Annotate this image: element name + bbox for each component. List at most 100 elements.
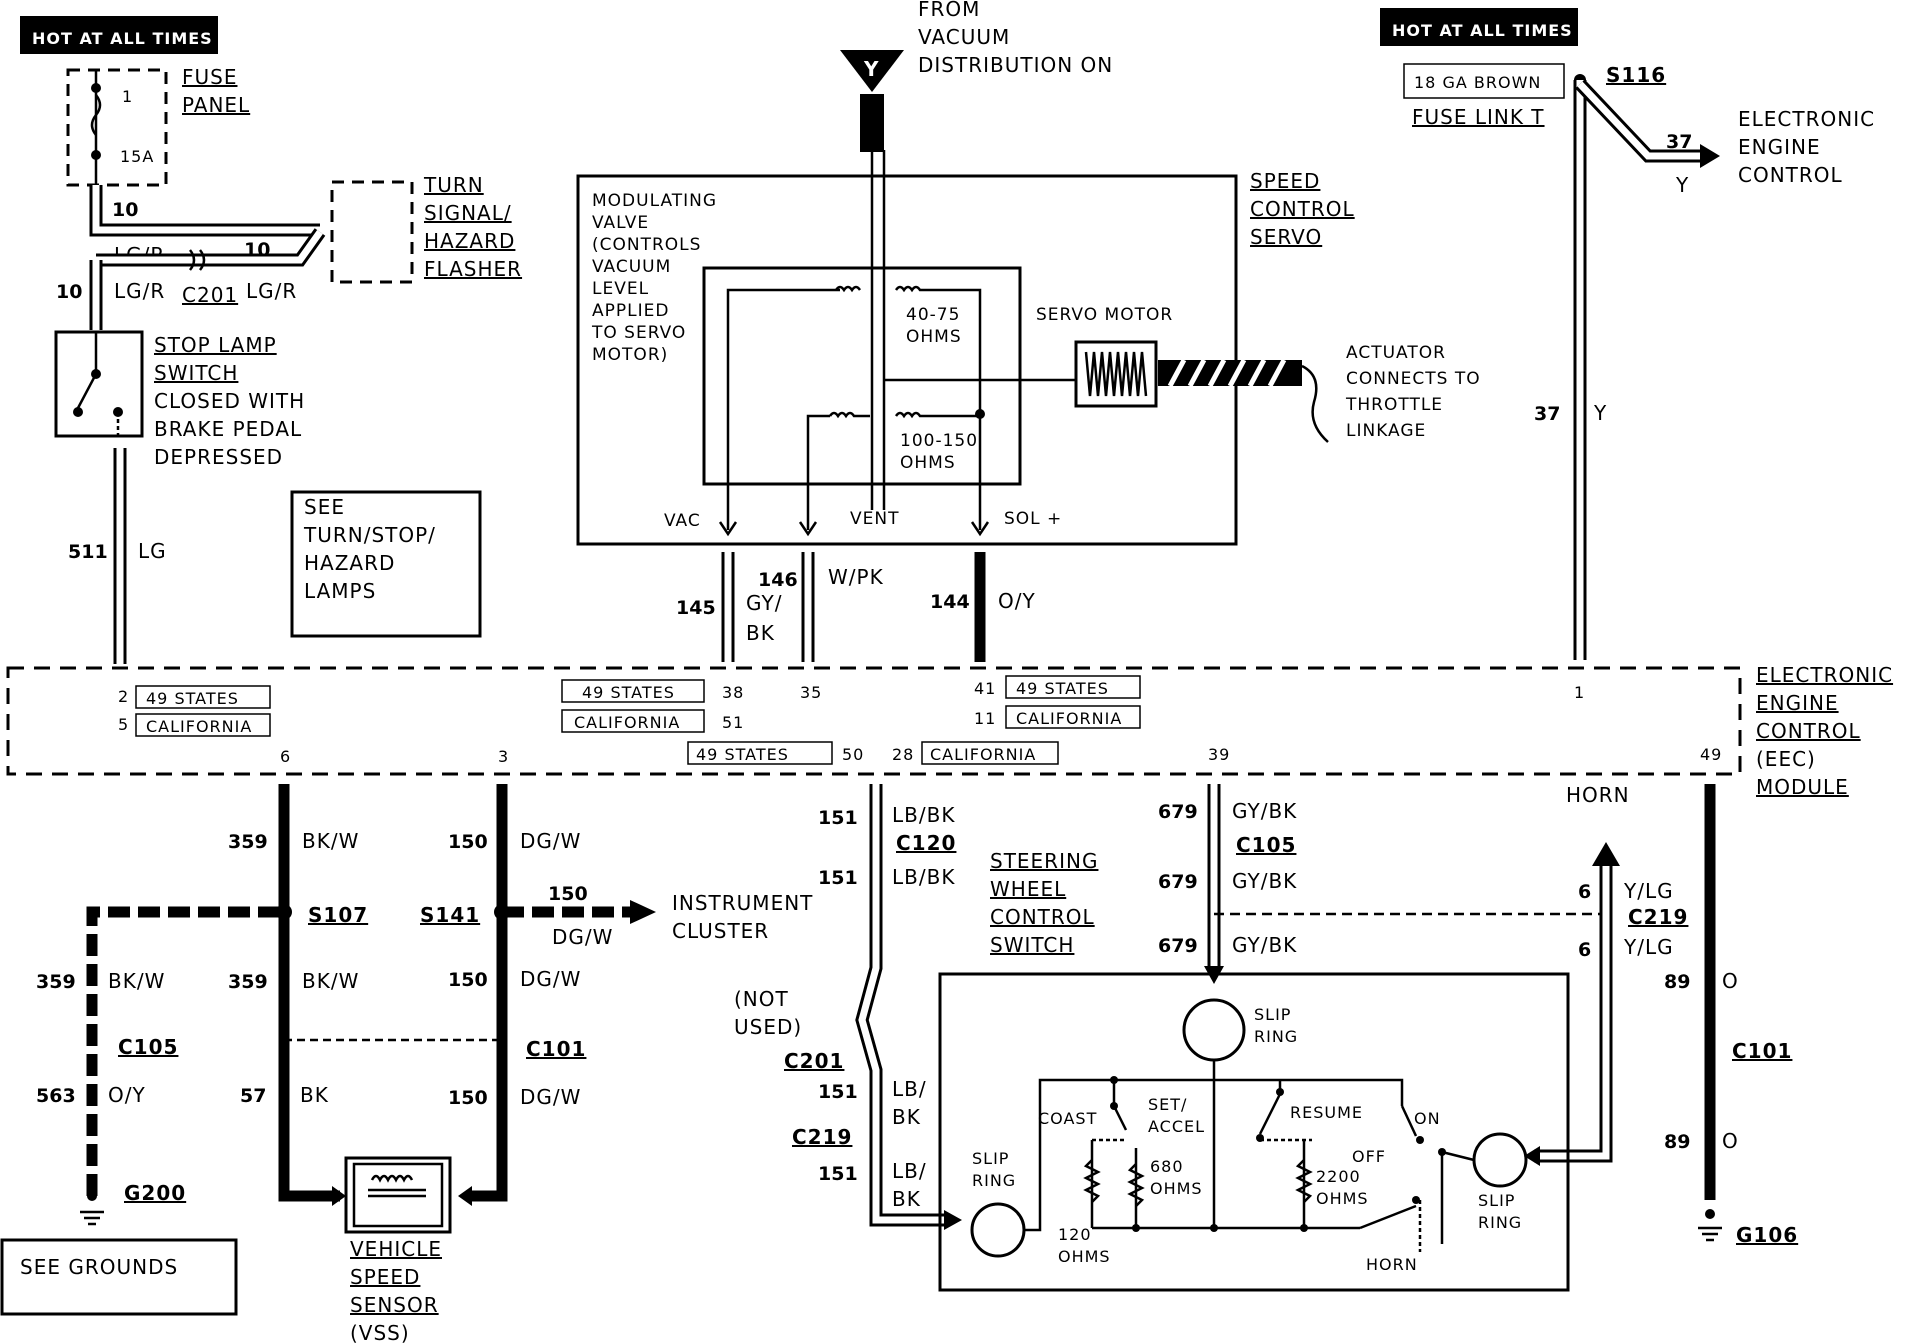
hot-at-all-times-left: HOT AT ALL TIMES — [20, 16, 218, 54]
svg-text:VACUUM: VACUUM — [918, 25, 1010, 49]
svg-text:DEPRESSED: DEPRESSED — [154, 445, 283, 469]
svg-text:6: 6 — [1578, 881, 1591, 903]
svg-text:VENT: VENT — [850, 509, 899, 529]
svg-text:BK: BK — [746, 621, 775, 645]
svg-text:G106: G106 — [1736, 1223, 1798, 1247]
svg-text:Y/LG: Y/LG — [1623, 935, 1674, 959]
svg-text:Y/LG: Y/LG — [1623, 879, 1674, 903]
svg-text:41: 41 — [974, 679, 996, 698]
svg-text:BRAKE PEDAL: BRAKE PEDAL — [154, 417, 302, 441]
svg-text:39: 39 — [1208, 745, 1230, 764]
svg-text:511: 511 — [68, 541, 108, 563]
svg-text:HOT AT ALL TIMES: HOT AT ALL TIMES — [32, 29, 213, 48]
svg-text:150: 150 — [548, 883, 588, 905]
svg-text:SWITCH: SWITCH — [154, 361, 238, 385]
svg-text:1: 1 — [1574, 683, 1585, 702]
svg-text:O/Y: O/Y — [108, 1083, 146, 1107]
svg-text:ELECTRONIC: ELECTRONIC — [1756, 663, 1893, 687]
svg-text:LB/: LB/ — [892, 1077, 927, 1101]
svg-text:SIGNAL/: SIGNAL/ — [424, 201, 512, 225]
svg-text:OHMS: OHMS — [1316, 1189, 1369, 1208]
svg-text:VEHICLE: VEHICLE — [350, 1237, 442, 1261]
svg-text:RING: RING — [972, 1171, 1016, 1190]
svg-text:STEERING: STEERING — [990, 849, 1098, 873]
vss-circuit: 359 BK/W 150 DG/W S107 S141 150 DG/W INS… — [36, 784, 813, 1344]
svg-text:150: 150 — [448, 969, 488, 991]
svg-text:LB/BK: LB/BK — [892, 803, 955, 827]
svg-text:FROM: FROM — [918, 0, 980, 21]
svg-text:STOP LAMP: STOP LAMP — [154, 333, 277, 357]
svg-text:CLUSTER: CLUSTER — [672, 919, 769, 943]
svg-text:37: 37 — [1534, 403, 1560, 425]
see-grounds: SEE GROUNDS — [0, 1238, 238, 1316]
svg-text:O/Y: O/Y — [998, 589, 1036, 613]
svg-text:C101: C101 — [526, 1037, 586, 1061]
svg-text:35: 35 — [800, 683, 822, 702]
svg-text:CONNECTS TO: CONNECTS TO — [1346, 369, 1481, 389]
svg-text:USED): USED) — [734, 1015, 802, 1039]
svg-text:89: 89 — [1664, 1131, 1690, 1153]
svg-text:89: 89 — [1664, 971, 1690, 993]
svg-text:DG/W: DG/W — [520, 1085, 581, 1109]
svg-text:HAZARD: HAZARD — [424, 229, 515, 253]
svg-text:151: 151 — [818, 807, 858, 829]
svg-text:146: 146 — [758, 569, 798, 591]
svg-text:679: 679 — [1158, 801, 1198, 823]
fuse-panel: 1 15A FUSE PANEL — [66, 65, 249, 187]
svg-text:MODULATING: MODULATING — [592, 191, 717, 211]
vacuum-source: Y FROM VACUUM DISTRIBUTION ON — [840, 0, 1113, 510]
svg-text:BK: BK — [892, 1105, 921, 1129]
svg-text:INSTRUMENT: INSTRUMENT — [672, 891, 813, 915]
svg-text:CONTROL: CONTROL — [990, 905, 1095, 929]
svg-text:LG: LG — [138, 539, 167, 563]
svg-text:6: 6 — [280, 747, 291, 766]
svg-text:144: 144 — [930, 591, 970, 613]
wire-511-lg: 511 LG — [68, 448, 167, 664]
svg-text:HOT AT ALL TIMES: HOT AT ALL TIMES — [1392, 21, 1573, 40]
svg-text:10: 10 — [56, 281, 82, 303]
steering-wheel-control-switch: SLIP RING SLIP RING SLIP RING — [938, 972, 1570, 1292]
svg-text:50: 50 — [842, 745, 864, 764]
svg-text:5: 5 — [118, 715, 129, 734]
svg-text:G200: G200 — [124, 1181, 186, 1205]
svg-text:RING: RING — [1478, 1213, 1522, 1232]
svg-text:C120: C120 — [896, 831, 956, 855]
svg-text:150: 150 — [448, 1087, 488, 1109]
svg-text:2: 2 — [118, 687, 129, 706]
hot-at-all-times-right: HOT AT ALL TIMES — [1380, 8, 1578, 46]
svg-text:680: 680 — [1150, 1157, 1184, 1176]
svg-text:SERVO MOTOR: SERVO MOTOR — [1036, 305, 1173, 325]
svg-text:TO SERVO: TO SERVO — [591, 323, 686, 343]
servo-wires: 145 GY/ BK 146 W/PK 144 O/Y — [676, 552, 1036, 662]
svg-text:15A: 15A — [120, 147, 154, 166]
svg-text:LB/: LB/ — [892, 1159, 927, 1183]
svg-text:COAST: COAST — [1038, 1109, 1097, 1128]
svg-text:GY/: GY/ — [746, 591, 782, 615]
svg-text:Y: Y — [1675, 173, 1689, 197]
svg-text:BK: BK — [300, 1083, 329, 1107]
svg-text:ACTUATOR: ACTUATOR — [1346, 343, 1446, 363]
svg-text:MOTOR): MOTOR) — [592, 345, 668, 365]
svg-text:CONTROL: CONTROL — [1738, 163, 1843, 187]
svg-text:49 STATES: 49 STATES — [582, 683, 675, 702]
svg-text:SEE: SEE — [304, 495, 345, 519]
svg-text:DG/W: DG/W — [552, 925, 613, 949]
svg-text:49: 49 — [1700, 745, 1722, 764]
svg-text:SLIP: SLIP — [972, 1149, 1009, 1168]
svg-text:679: 679 — [1158, 935, 1198, 957]
svg-text:CALIFORNIA: CALIFORNIA — [930, 745, 1036, 764]
svg-text:C105: C105 — [118, 1035, 178, 1059]
svg-text:SOL +: SOL + — [1004, 509, 1062, 529]
svg-text:151: 151 — [818, 1163, 858, 1185]
svg-text:RING: RING — [1254, 1027, 1298, 1046]
svg-text:DG/W: DG/W — [520, 829, 581, 853]
svg-text:120: 120 — [1058, 1225, 1092, 1244]
svg-text:GY/BK: GY/BK — [1232, 869, 1297, 893]
svg-text:VACUUM: VACUUM — [592, 257, 671, 277]
svg-text:CALIFORNIA: CALIFORNIA — [574, 713, 680, 732]
svg-text:HAZARD: HAZARD — [304, 551, 395, 575]
svg-text:DISTRIBUTION ON: DISTRIBUTION ON — [918, 53, 1113, 77]
svg-text:C105: C105 — [1236, 833, 1296, 857]
svg-text:563: 563 — [36, 1085, 76, 1107]
svg-text:150: 150 — [448, 831, 488, 853]
